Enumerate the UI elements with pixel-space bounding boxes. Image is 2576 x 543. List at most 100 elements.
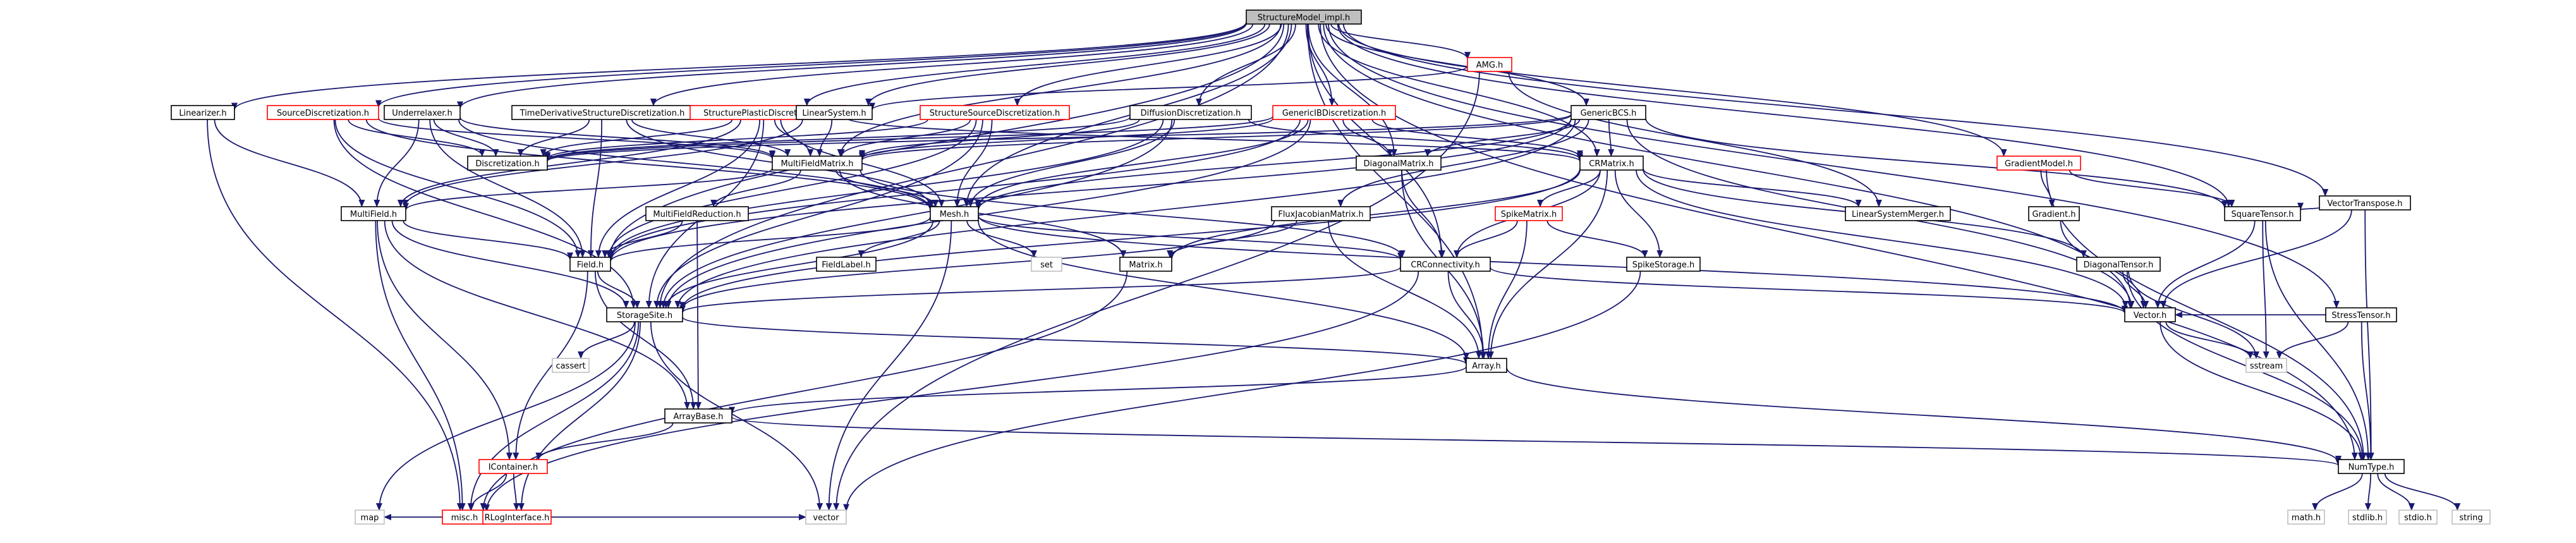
edge-mesh-to-storagesite [662,220,934,308]
node-storagesite[interactable]: StorageSite.h [606,307,683,322]
node-multifieldreduction[interactable]: MultiFieldReduction.h [645,206,749,221]
node-diagonalmatrix[interactable]: DiagonalMatrix.h [1356,156,1442,171]
node-genericbcs[interactable]: GenericBCS.h [1571,105,1646,120]
node-gradientmodel-label: GradientModel.h [2005,159,2073,169]
edge-spikematrix-to-spikestorage [1546,220,1648,258]
edge-crmatrix-to-storagesite [679,168,1581,310]
edge-linearizer-to-misc [207,119,463,511]
node-linearsystem-label: LinearSystem.h [802,109,866,118]
edge-crconnectivity-to-array [1447,271,1487,359]
node-diagonalmatrix-box [1356,156,1442,171]
node-field[interactable]: Field.h [569,257,611,272]
node-vectortranspose[interactable]: VectorTranspose.h [2319,195,2411,210]
edge-spikematrix-to-array [1485,220,1528,359]
edge-diagonalmatrix-to-crconnectivity [1401,169,1445,258]
node-multifield[interactable]: MultiField.h [341,206,406,221]
edge-storagesite-to-misc [467,321,640,511]
node-gradient-box [2028,206,2080,221]
node-mesh[interactable]: Mesh.h [930,206,979,221]
node-stresstensor[interactable]: StressTensor.h [2325,307,2397,322]
edge-linearsystem-to-multifield [402,119,803,207]
node-vector_std-box [805,509,847,525]
edge-fluxjacobian-to-array [1328,220,1482,359]
node-cassert-label: cassert [556,362,585,371]
edge-multifieldmatrix-to-multifieldreduction [710,169,801,207]
node-matrix[interactable]: Matrix.h [1119,257,1172,272]
edge-sourcedisc-to-field [334,119,581,258]
node-icontainer[interactable]: IContainer.h [478,459,548,474]
node-gradientmodel[interactable]: GradientModel.h [1996,156,2081,171]
node-spikestorage-label: SpikeStorage.h [1632,260,1694,270]
node-root[interactable]: StructureModel_impl.h [1246,9,1362,25]
node-spikestorage-box [1626,257,1701,272]
edge-spikematrix-to-crconnectivity [1454,220,1518,258]
node-squaretensor[interactable]: SquareTensor.h [2224,206,2301,221]
node-multifieldmatrix[interactable]: MultiFieldMatrix.h [772,156,863,171]
node-underrelaxer[interactable]: Underrelaxer.h [384,105,461,120]
edge-root-to-array [1306,23,1486,359]
edge-structsource-to-discretization [544,119,928,160]
node-fieldlabel[interactable]: FieldLabel.h [816,257,877,272]
edge-diffdisc-to-discretization [544,116,1131,161]
node-linearsystem[interactable]: LinearSystem.h [796,105,873,120]
node-crmatrix[interactable]: CRMatrix.h [1579,156,1644,171]
node-vectortranspose-label: VectorTranspose.h [2327,199,2402,209]
node-sourcedisc-label: SourceDiscretization.h [277,109,369,118]
edge-vector-to-sstream [2165,321,2254,359]
node-timederiv[interactable]: TimeDerivativeStructureDiscretization.h [511,105,693,120]
node-discretization[interactable]: Discretization.h [467,156,548,171]
edge-linearsystem-to-multifieldmatrix [816,119,833,157]
edge-mesh-to-fieldlabel [858,220,940,258]
edge-stresstensor-to-numtype [2360,321,2374,460]
edge-storagesite-to-map [375,321,636,511]
node-squaretensor-box [2224,206,2301,221]
edge-numtype-to-stdlib [2364,473,2372,511]
edge-multifield-to-misc [375,220,466,511]
node-linearsystem-box [796,105,873,120]
node-gradient-label: Gradient.h [2032,210,2076,219]
node-sourcedisc[interactable]: SourceDiscretization.h [267,105,379,120]
edge-amg-to-linearsystem [869,65,1468,111]
edge-underrelaxer-to-field [429,119,586,258]
node-multifieldmatrix-box [772,156,863,171]
node-structsource[interactable]: StructureSourceDiscretization.h [920,105,1070,120]
node-arraybase[interactable]: ArrayBase.h [664,408,732,424]
node-array-box [1466,358,1507,373]
node-gradient[interactable]: Gradient.h [2028,206,2080,221]
node-array-label: Array.h [1472,362,1501,371]
node-fluxjacobian[interactable]: FluxJacobianMatrix.h [1271,206,1371,221]
node-amg[interactable]: AMG.h [1467,57,1512,72]
node-vector[interactable]: Vector.h [2124,307,2176,322]
node-amg-label: AMG.h [1476,61,1504,70]
edge-root-to-vectortranspose [1342,23,2329,197]
edge-sourcedisc-to-multifieldmatrix [378,118,775,159]
edge-squaretensor-to-sstream [2262,220,2269,359]
node-spikematrix[interactable]: SpikeMatrix.h [1495,206,1563,221]
node-crconnectivity[interactable]: CRConnectivity.h [1400,257,1491,272]
node-diagonalmatrix-label: DiagonalMatrix.h [1364,159,1434,169]
node-numtype[interactable]: NumType.h [2338,459,2405,474]
edge-genericbcs-to-discretization [544,113,1572,162]
node-mathh: math.h [2287,509,2325,525]
node-spikestorage[interactable]: SpikeStorage.h [1626,257,1701,272]
edge-structplastic-to-multifield [397,119,741,207]
node-linearizer[interactable]: Linearizer.h [171,105,235,120]
edge-field-to-arraybase [594,271,697,410]
node-genericib[interactable]: GenericIBDiscretization.h [1272,105,1396,120]
edge-crconnectivity-to-vector [1490,267,2128,314]
node-diagonaltensor[interactable]: DiagonalTensor.h [2076,257,2161,272]
node-linearizer-label: Linearizer.h [179,109,226,118]
node-root-label: StructureModel_impl.h [1258,13,1351,23]
node-diffdisc[interactable]: DiffusionDiscretization.h [1129,105,1252,120]
node-crconnectivity-box [1400,257,1491,272]
node-linearsystemmerger[interactable]: LinearSystemMerger.h [1845,206,1951,221]
edge-genericbcs-to-squaretensor [1645,118,2228,209]
node-multifield-label: MultiField.h [350,210,397,219]
node-rlog-box [482,509,552,525]
edge-underrelaxer-to-multifield [374,119,420,207]
node-arraybase-box [664,408,732,424]
edge-root-to-underrelaxer [457,23,1247,109]
node-rlog[interactable]: RLogInterface.h [482,509,552,525]
node-array[interactable]: Array.h [1466,358,1507,373]
node-misc[interactable]: misc.h [442,509,487,525]
